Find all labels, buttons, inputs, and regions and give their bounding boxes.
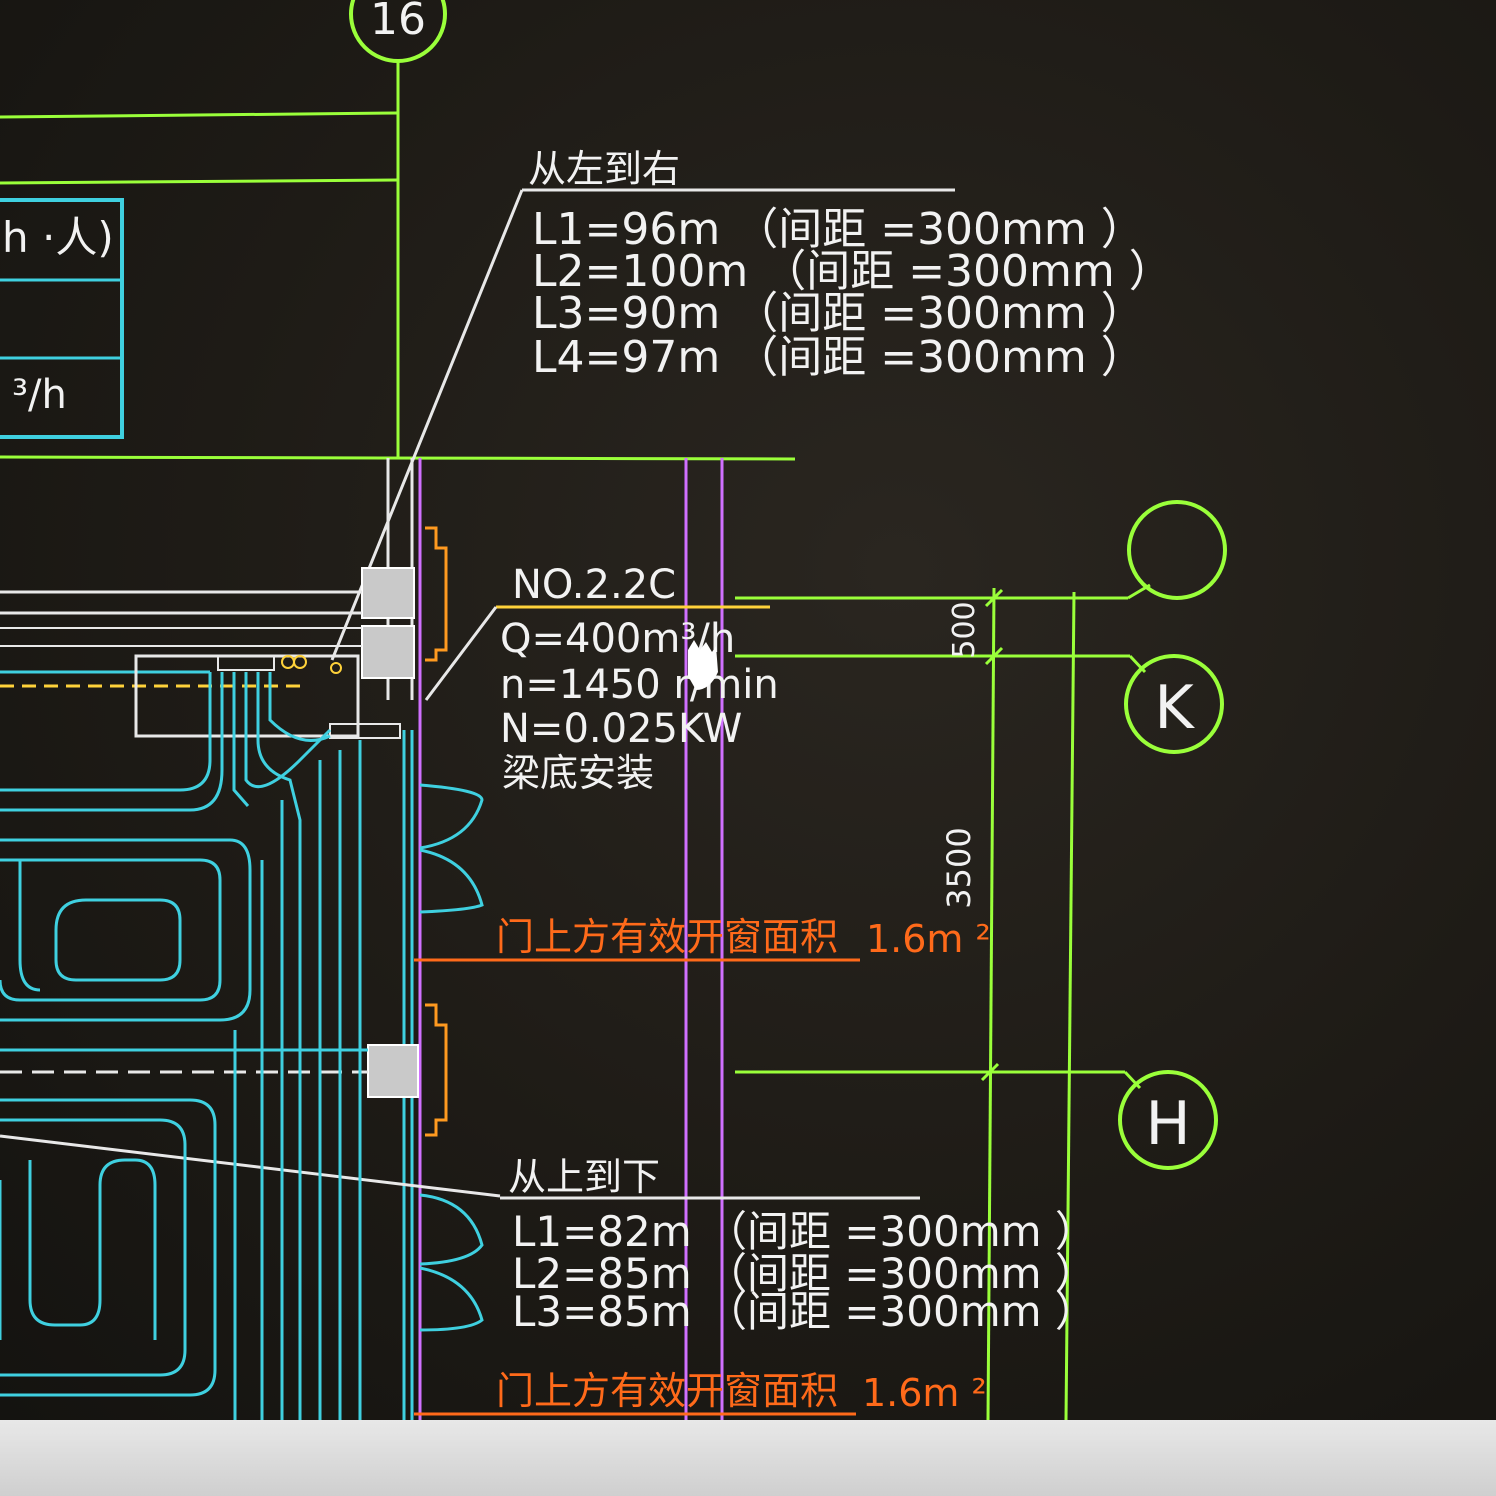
door-swings xyxy=(419,783,484,1332)
dimension-500: 500 xyxy=(947,601,982,658)
grid-bubble-unlabeled xyxy=(1127,500,1227,600)
dimension-tick xyxy=(980,1062,1000,1082)
grid-bubble-k xyxy=(1124,654,1224,754)
fan-install: 梁底安装 xyxy=(502,751,654,795)
hand-cursor-icon xyxy=(688,640,718,690)
window-note-2-text: 门上方有效开窗面积 xyxy=(496,1369,838,1413)
legend-table xyxy=(0,198,124,439)
bottom-note-line-2: L2=85m （间距 =300mm ） xyxy=(512,1249,1097,1298)
window-note-1-value: 1.6m ² xyxy=(866,917,991,961)
door-frame xyxy=(425,526,448,662)
monitor-bezel xyxy=(0,1420,1496,1496)
bottom-note-line-3: L3=85m （间距 =300mm ） xyxy=(512,1287,1097,1336)
dimension-line xyxy=(986,587,996,1420)
fan-model: NO.2.2C xyxy=(512,562,676,608)
bottom-note-heading: 从上到下 xyxy=(508,1155,660,1199)
grid-label-k: K xyxy=(1154,673,1195,743)
door-frame xyxy=(425,1003,448,1137)
duct-lines xyxy=(0,590,501,1198)
wall-line xyxy=(0,111,399,119)
fan-speed: n=1450 r/min xyxy=(500,662,779,708)
damper-block[interactable] xyxy=(361,567,415,619)
legend-row-1: h ·人) xyxy=(2,213,114,262)
fan-note-leader xyxy=(424,606,498,701)
top-note-line-2: L2=100m （间距 =300mm ） xyxy=(532,246,1173,297)
top-note-line-3: L3=90m （间距 =300mm ） xyxy=(532,288,1145,339)
grid-label-h: H xyxy=(1145,1089,1190,1159)
floor-heating-coils xyxy=(0,672,362,1420)
note-leader xyxy=(330,189,524,661)
top-note-line-1: L1=96m （间距 =300mm ） xyxy=(532,204,1145,255)
manifold xyxy=(134,654,401,739)
cad-drawing[interactable]: 16 h ·人) ³/h 从左到右 L1=96m （间距 =300mm ） L2… xyxy=(0,0,1496,1420)
dimension-tick xyxy=(984,646,1004,666)
fan-power: N=0.025KW xyxy=(500,706,742,752)
damper-block[interactable] xyxy=(361,625,415,679)
top-note-heading: 从左到右 xyxy=(528,147,680,191)
bottom-note-line-1: L1=82m （间距 =300mm ） xyxy=(512,1207,1097,1256)
grid-bubble-h xyxy=(1118,1070,1218,1170)
legend-row-3: ³/h xyxy=(12,372,67,418)
wall-line xyxy=(0,178,399,185)
window-note-1-text: 门上方有效开窗面积 xyxy=(496,915,838,959)
dimension-tick xyxy=(984,588,1004,608)
grid-label-16: 16 xyxy=(370,0,426,45)
dimension-3500: 3500 xyxy=(940,827,978,908)
top-note-line-4: L4=97m （间距 =300mm ） xyxy=(532,332,1145,383)
damper-block[interactable] xyxy=(367,1044,419,1098)
cad-drawing-canvas[interactable] xyxy=(0,0,1496,1420)
wall-line xyxy=(0,455,796,461)
dimension-line xyxy=(1064,591,1076,1420)
window-note-2-value: 1.6m ² xyxy=(862,1371,987,1415)
